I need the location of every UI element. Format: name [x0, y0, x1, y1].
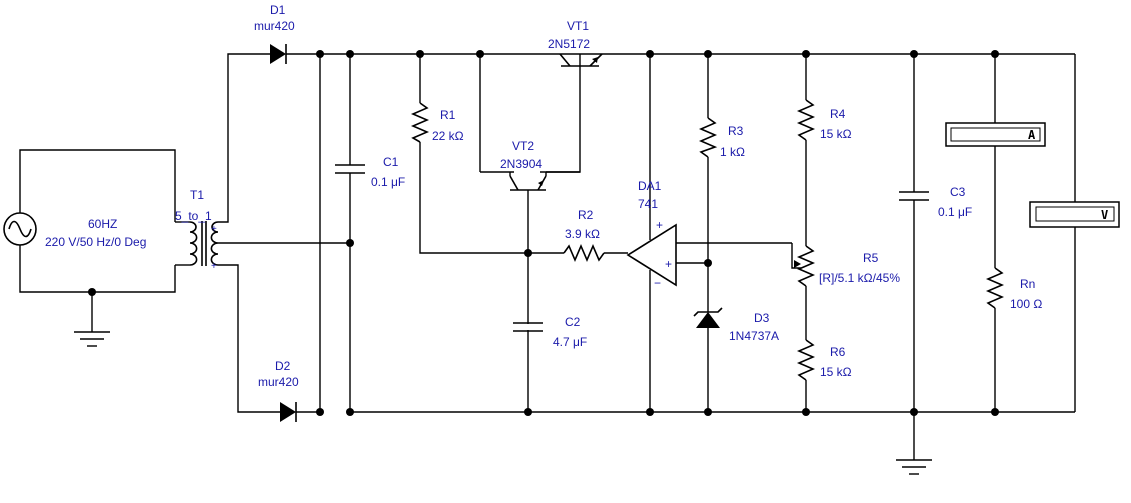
d1-part-label: mur420 — [254, 19, 295, 33]
voltmeter-label: V — [1101, 208, 1108, 222]
d2-part-label: mur420 — [258, 375, 299, 389]
resistor-r1: R1 22 kΩ — [410, 54, 528, 254]
transformer-t1: T1 5_to_1 + + — [175, 53, 350, 413]
zener-d3: D3 1N4737A — [693, 307, 779, 412]
c1-name-label: C1 — [383, 155, 399, 169]
c3-value-label: 0.1 μF — [938, 205, 972, 219]
transistor-vt2: VT2 2N3904 — [479, 54, 580, 412]
r3-name-label: R3 — [728, 124, 744, 138]
opamp-da1: DA1 741 + + − — [626, 54, 801, 412]
r5-value-label: [R]/5.1 kΩ/45% — [819, 271, 900, 285]
resistor-r2: R2 3.9 kΩ — [528, 208, 628, 263]
r2-value-label: 3.9 kΩ — [565, 227, 600, 241]
opamp-top-plus: + — [656, 218, 663, 232]
opamp-name-label: DA1 — [638, 179, 662, 193]
opamp-bottom-minus: − — [654, 276, 661, 290]
diode-d1: D1 mur420 — [254, 3, 320, 64]
c2-value-label: 4.7 μF — [553, 335, 587, 349]
r4-name-label: R4 — [830, 107, 846, 121]
ammeter[interactable]: A — [945, 122, 1046, 147]
junctions — [316, 50, 999, 416]
capacitor-c1: C1 0.1 μF — [335, 54, 405, 243]
r6-value-label: 15 kΩ — [820, 365, 852, 379]
d3-name-label: D3 — [754, 311, 770, 325]
c2-name-label: C2 — [565, 315, 581, 329]
resistor-r6: R6 15 kΩ — [796, 339, 852, 412]
opamp-input-plus: + — [665, 257, 672, 271]
rails — [319, 53, 1075, 413]
vt1-name-label: VT1 — [567, 19, 589, 33]
d1-name-label: D1 — [270, 3, 286, 17]
ground-right — [896, 459, 932, 475]
d3-part-label: 1N4737A — [729, 329, 779, 343]
vt2-part-label: 2N3904 — [500, 157, 542, 171]
capacitor-c3: C3 0.1 μF — [899, 54, 972, 460]
c1-value-label: 0.1 μF — [371, 175, 405, 189]
source-name-label: 60HZ — [88, 217, 117, 231]
ground-left — [74, 288, 110, 347]
rn-value-label: 100 Ω — [1010, 297, 1042, 311]
voltmeter[interactable]: V — [1029, 54, 1120, 412]
transformer-name-label: T1 — [190, 188, 204, 202]
r4-value-label: 15 kΩ — [820, 127, 852, 141]
r1-name-label: R1 — [440, 108, 456, 122]
transformer-ratio-label: 5_to_1 — [175, 209, 212, 223]
r5-name-label: R5 — [863, 251, 879, 265]
resistor-r4: R4 15 kΩ — [796, 54, 852, 246]
r3-value-label: 1 kΩ — [720, 145, 745, 159]
svg-text:+: + — [211, 224, 217, 235]
transistor-vt1: VT1 2N5172 — [540, 19, 603, 173]
resistor-rn: Rn 100 Ω — [985, 54, 1042, 412]
r2-name-label: R2 — [578, 208, 594, 222]
c3-name-label: C3 — [950, 185, 966, 199]
opamp-part-label: 741 — [638, 197, 658, 211]
d2-name-label: D2 — [275, 359, 291, 373]
vt2-name-label: VT2 — [512, 139, 534, 153]
diode-d2: D2 mur420 — [258, 359, 320, 422]
source-spec-label: 220 V/50 Hz/0 Deg — [45, 235, 146, 249]
ammeter-label: A — [1028, 128, 1036, 142]
capacitor-c2: C2 4.7 μF — [513, 315, 587, 349]
r6-name-label: R6 — [830, 345, 846, 359]
svg-text:+: + — [211, 261, 217, 272]
ac-source: 60HZ 220 V/50 Hz/0 Deg — [3, 149, 176, 293]
resistor-r3: R3 1 kΩ — [698, 54, 745, 312]
r1-value-label: 22 kΩ — [432, 129, 464, 143]
vt1-part-label: 2N5172 — [548, 37, 590, 51]
potentiometer-r5: R5 [R]/5.1 kΩ/45% — [794, 245, 900, 340]
rn-name-label: Rn — [1020, 277, 1035, 291]
